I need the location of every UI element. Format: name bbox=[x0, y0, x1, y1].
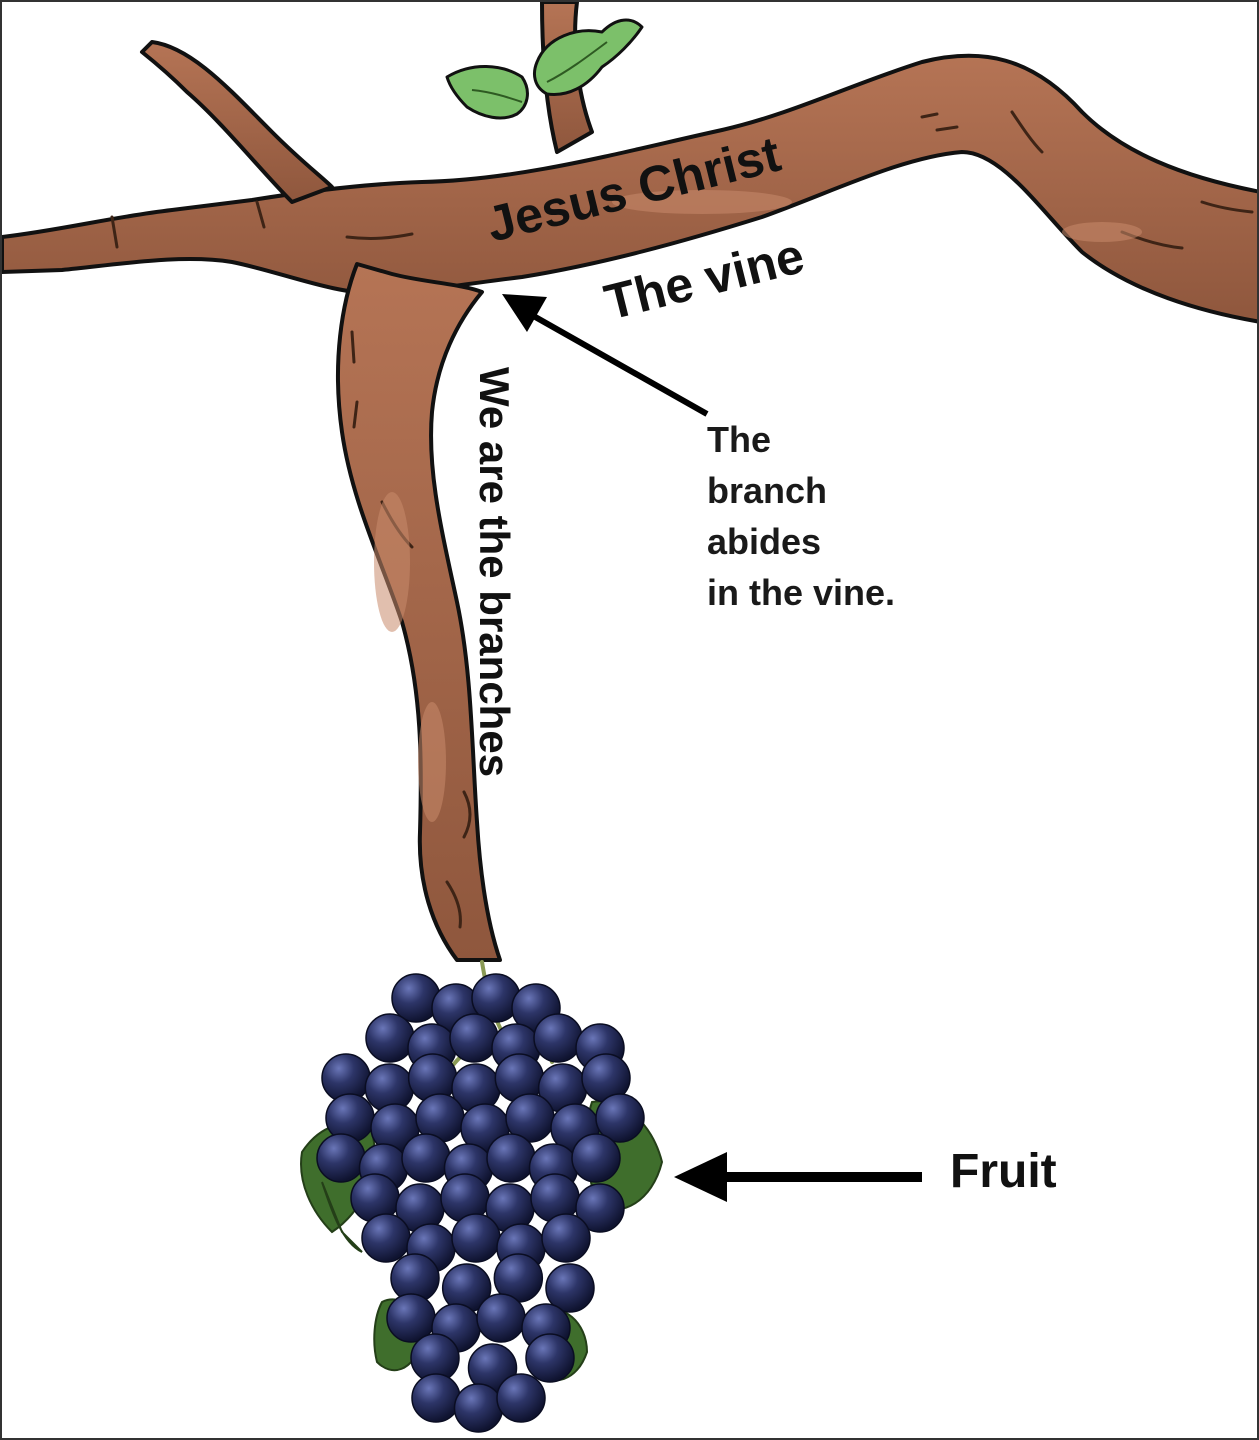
abide-line-4: in the vine. bbox=[707, 567, 895, 618]
grape-berry bbox=[455, 1384, 503, 1432]
grape-berry bbox=[572, 1134, 620, 1182]
grape-berry bbox=[526, 1334, 574, 1382]
grape-berry bbox=[477, 1294, 525, 1342]
grape-berry bbox=[452, 1214, 500, 1262]
grape-berry bbox=[317, 1134, 365, 1182]
grape-berry bbox=[487, 1134, 535, 1182]
label-fruit: Fruit bbox=[950, 1144, 1057, 1199]
grape-berry bbox=[402, 1134, 450, 1182]
arrow-fruit bbox=[674, 1152, 922, 1202]
grape-cluster bbox=[317, 974, 644, 1432]
grape-berry bbox=[497, 1374, 545, 1422]
grape-berry bbox=[366, 1014, 414, 1062]
abide-note: The branch abides in the vine. bbox=[707, 414, 895, 618]
label-branches: We are the branches bbox=[471, 367, 518, 777]
abide-line-2: branch bbox=[707, 465, 895, 516]
abide-line-3: abides bbox=[707, 516, 895, 567]
vine-offshoot-left bbox=[142, 42, 332, 202]
grape-berry bbox=[450, 1014, 498, 1062]
grape-berry bbox=[412, 1374, 460, 1422]
abide-line-1: The bbox=[707, 414, 895, 465]
grape-berry bbox=[534, 1014, 582, 1062]
grape-berry bbox=[542, 1214, 590, 1262]
grape-berry bbox=[362, 1214, 410, 1262]
